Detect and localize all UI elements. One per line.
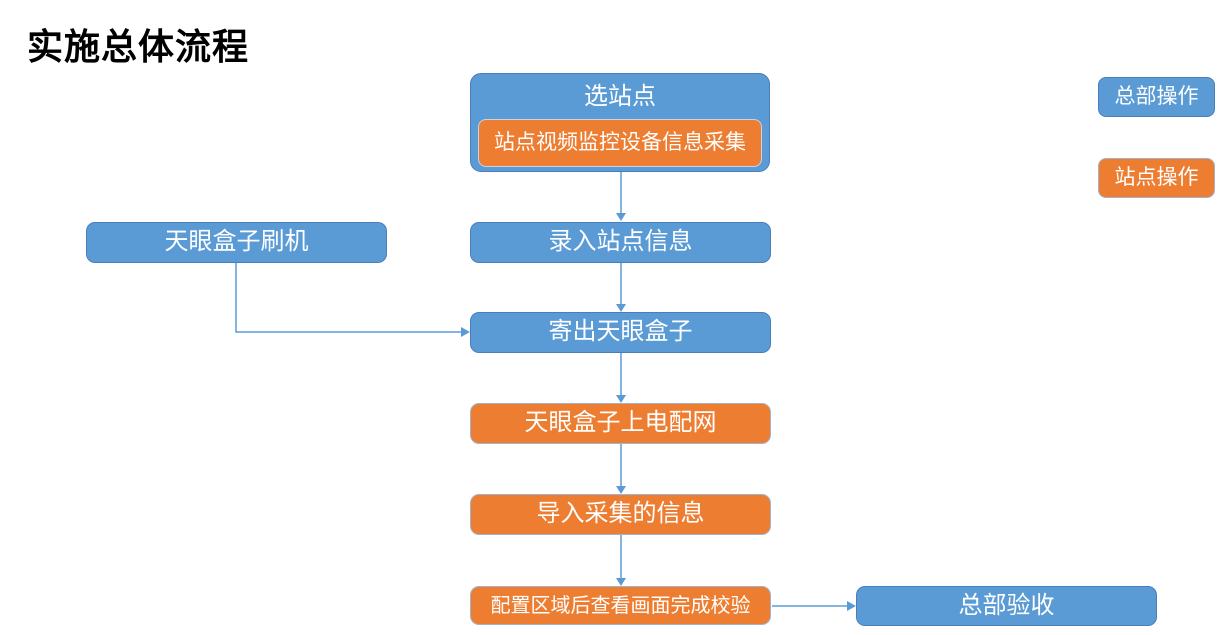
arrow-verify-to-acceptance xyxy=(772,601,856,611)
arrow-select-to-enter xyxy=(616,172,626,221)
arrow-ship-to-power xyxy=(616,353,626,403)
node-select-site-label: 选站点 xyxy=(584,82,656,110)
legend-site-operation: 站点操作 xyxy=(1098,158,1215,198)
arrow-enter-to-ship xyxy=(616,263,626,312)
node-select-site: 选站点 站点视频监控设备信息采集 xyxy=(470,73,770,172)
node-ship-box: 寄出天眼盒子 xyxy=(470,312,771,353)
node-collect-device-info: 站点视频监控设备信息采集 xyxy=(478,119,762,167)
page-title: 实施总体流程 xyxy=(27,26,250,67)
arrow-import-to-verify xyxy=(616,535,626,586)
arrow-power-to-import xyxy=(616,444,626,494)
node-enter-site-info: 录入站点信息 xyxy=(470,222,771,263)
legend-hq-operation: 总部操作 xyxy=(1098,77,1215,117)
arrow-flash-to-ship xyxy=(235,263,470,337)
node-hq-acceptance: 总部验收 xyxy=(856,586,1157,626)
node-configure-verify: 配置区域后查看画面完成校验 xyxy=(470,586,771,625)
node-import-collected-info: 导入采集的信息 xyxy=(470,494,771,535)
node-power-on-network: 天眼盒子上电配网 xyxy=(470,403,771,444)
node-flash-box: 天眼盒子刷机 xyxy=(86,222,387,263)
